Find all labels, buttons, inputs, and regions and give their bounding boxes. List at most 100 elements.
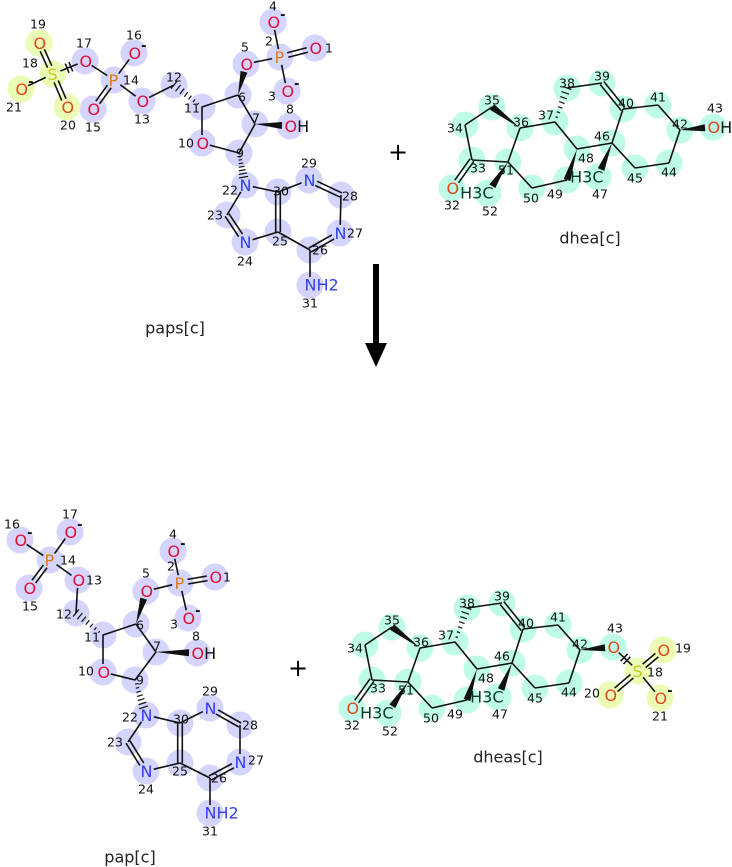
double-bond [217,709,242,724]
atom-number: 14 [60,553,76,568]
atom-highlight [132,577,160,605]
hash-mark [137,697,145,702]
atom-symbol-20: O [62,98,75,117]
atom-symbol-3: O- [183,604,201,628]
single-bond [611,142,636,169]
atom-number: 9 [136,673,144,688]
hash-mark [72,609,80,617]
atom-number: 19 [30,17,46,32]
double-bond [187,575,207,581]
double-bond [503,601,526,629]
atom-highlights [7,8,355,299]
atom-highlight [120,39,148,67]
hash-mark [136,694,143,698]
single-bond [557,624,581,651]
hash-mark [555,116,559,119]
single-bond [53,538,67,554]
atom-symbol-43: O [608,638,621,657]
down-arrow-icon [365,264,387,367]
atom-number: 34 [347,641,363,656]
double-bond [599,83,622,111]
single-bond [568,649,581,684]
double-bond [357,680,375,704]
single-bond [127,721,143,743]
atom-number: 36 [413,635,429,650]
wedge-bond [463,669,477,702]
atom-highlight [295,166,323,194]
single-bond [60,63,78,72]
atom-number: 5 [241,40,249,55]
atom-number: 20 [60,118,76,133]
atom-highlight [596,681,624,709]
atom-highlight [53,93,81,121]
single-bond [464,124,473,161]
atom-symbol-15: O [24,579,37,598]
atom-number: 11 [184,101,200,116]
atom-symbol-22: N [240,176,252,195]
hash-mark [196,102,200,106]
wedge-bond [389,682,408,709]
atom-number: 39 [494,589,510,604]
double-bond [316,180,343,194]
molecule-name-pap: pap[c] [104,848,155,867]
single-bond [277,182,302,193]
hash-mark [175,84,181,92]
hash-mark [85,619,90,626]
single-bond [522,624,559,630]
atom-symbol-22: N [141,706,153,725]
double-bond [454,158,471,181]
atom-number: 29 [301,156,317,171]
single-bond [611,108,624,144]
atom-number: 30 [273,184,289,199]
atom-symbol-15: O [88,100,101,119]
atom-number: 7 [153,639,161,654]
atom-number: 30 [173,712,189,727]
hash-mark [458,621,465,625]
single-bond [118,58,130,75]
single-bond [364,626,393,646]
single-bond [153,762,181,770]
atom-number: 46 [494,649,510,664]
atom-highlight [584,163,612,191]
atom-highlight [646,684,674,712]
atom-number: 21 [6,100,22,115]
single-bond [179,710,204,724]
single-bond [153,584,173,590]
atom-symbol-8: OH [192,644,217,663]
atom-highlight [128,87,156,115]
double-bond [43,49,53,67]
double-bond [31,564,44,581]
single-bond [668,129,681,164]
single-bond [339,194,342,226]
wedge-bond [489,162,508,189]
atom-number: 15 [85,120,101,135]
single-bond [134,651,157,681]
atom-symbol-32: O [447,179,460,198]
bond-mark [68,61,74,72]
atom-symbol-18: S [48,65,58,84]
atom-number: 4 [169,527,177,542]
atom-number: 49 [447,707,463,722]
double-bond [354,678,371,701]
atom-highlight [232,50,260,78]
atom-highlight [231,171,259,199]
hash-mark [238,158,243,161]
atom-highlight [89,658,117,686]
atom-highlights [438,69,727,207]
atom-symbol-14: P [45,551,55,570]
atom-number: 42 [672,117,688,132]
single-bond [27,76,47,87]
hashed-bond [554,85,572,123]
single-bond [471,159,509,163]
hash-mark [460,615,468,620]
single-bond [153,716,181,724]
atom-number: 28 [242,718,258,733]
atom-symbol-5: O [141,582,154,601]
single-bond [419,641,456,649]
single-bond [253,57,273,64]
single-bond [119,84,137,97]
single-bond [431,699,468,709]
atom-number: 38 [459,596,475,611]
double-bond [286,46,307,54]
